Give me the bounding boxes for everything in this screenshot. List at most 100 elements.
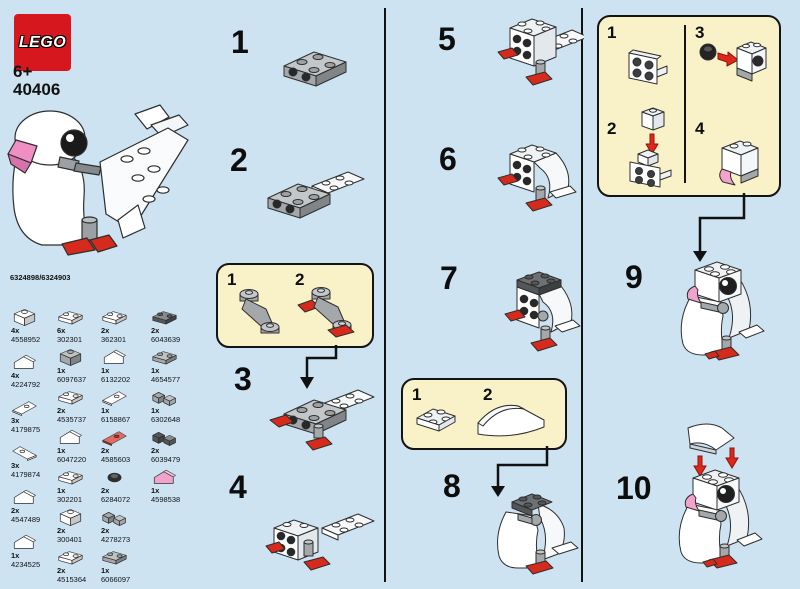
parts-column-2: 6x 302301 1x 6097637 2x 4535737 1x 60472… [57, 308, 86, 588]
part-icon-slope [11, 533, 38, 552]
part-item: 1x 4234525 [11, 533, 40, 578]
part-item: 1x 4598538 [151, 468, 180, 508]
head-box-model-1 [628, 49, 668, 85]
part-item: 1x 6302648 [151, 388, 180, 428]
subassembly-a-piece-1 [239, 289, 280, 334]
part-item: 6x 302301 [57, 308, 86, 348]
part-icon-wedge [101, 428, 128, 447]
step-10-model [678, 423, 763, 569]
subassembly-b-step-2: 2 [483, 385, 493, 404]
part-item: 2x 362301 [101, 308, 130, 348]
part-icon-plate [151, 348, 178, 367]
head-box-model-3 [699, 41, 767, 82]
step-number-7: 7 [440, 260, 458, 296]
assembly-arrow-b [491, 446, 549, 497]
part-item: 1x 6066097 [101, 548, 130, 588]
step-number-5: 5 [438, 21, 456, 57]
set-number: 40406 [13, 80, 61, 99]
part-item: 2x 4547489 [11, 488, 40, 533]
finished-model-image [7, 104, 189, 256]
part-icon-brick [57, 508, 84, 527]
step-number-10: 10 [616, 470, 652, 506]
part-icon-slope [151, 468, 178, 487]
step-3-model [269, 389, 375, 451]
head-box-step-2: 2 [607, 119, 617, 138]
part-icon-round-tile [101, 468, 128, 487]
part-icon-slope [11, 488, 38, 507]
assembly-arrow-a [300, 345, 338, 389]
part-icon-brick [57, 348, 84, 367]
part-item: 1x 4654577 [151, 348, 180, 388]
part-icon-hinge [101, 508, 128, 527]
lego-logo-text: LEGO [18, 33, 67, 51]
part-icon-hinge [151, 428, 178, 447]
step-number-6: 6 [439, 141, 457, 177]
subassembly-a-piece-2 [297, 287, 355, 338]
part-item: 2x 4515364 [57, 548, 86, 588]
column-divider [384, 8, 386, 582]
part-item: 1x 302201 [57, 468, 86, 508]
part-item: 2x 4585603 [101, 428, 130, 468]
subassembly-a-step-2: 2 [295, 270, 305, 289]
part-item: 2x 6039479 [151, 428, 180, 468]
part-icon-plate [57, 468, 84, 487]
part-icon-plate [101, 548, 128, 567]
part-item: 1x 6158867 [101, 388, 130, 428]
part-icon-hinge [151, 388, 178, 407]
part-icon-wedge [11, 398, 38, 417]
step-number-8: 8 [443, 468, 461, 504]
step-1-model [283, 51, 347, 87]
head-box-model-4 [719, 140, 759, 186]
part-icon-slope [101, 348, 128, 367]
step-number-2: 2 [230, 142, 248, 178]
step-4-model [265, 513, 375, 571]
subassembly-a-step-1: 1 [227, 270, 237, 289]
head-box-model-2 [629, 107, 672, 188]
part-icon-plate [57, 548, 84, 567]
parts-column-1: 4x 4558952 4x 4224792 3x 4179875 3x 4179… [11, 308, 40, 578]
part-item: 1x 6097637 [57, 348, 86, 388]
part-item: 3x 4179875 [11, 398, 40, 443]
part-icon-wedge [101, 388, 128, 407]
assembly-arrow-head [693, 193, 746, 262]
part-item: 2x 4535737 [57, 388, 86, 428]
age-rating: 6+ [13, 62, 33, 81]
part-item: 4x 4224792 [11, 353, 40, 398]
part-icon-slope [57, 428, 84, 447]
subassembly-b-piece-2 [477, 404, 545, 437]
head-box-divider [684, 25, 686, 183]
subassembly-b-step-1: 1 [412, 385, 422, 404]
part-item: 2x 300401 [57, 508, 86, 548]
step-6-model [497, 144, 577, 212]
head-box-step-1: 1 [607, 23, 617, 42]
step-number-1: 1 [231, 24, 249, 60]
parts-column-3: 2x 362301 1x 6132202 1x 6158867 2x 45856… [101, 308, 130, 588]
parts-column-4: 2x 6043639 1x 4654577 1x 6302648 2x 6039… [151, 308, 180, 508]
part-item: 1x 6047220 [57, 428, 86, 468]
step-8-model [497, 493, 579, 575]
element-ids: 6324898/6324903 [10, 273, 71, 282]
lego-logo: LEGO [14, 14, 71, 71]
head-box-step-3: 3 [695, 23, 705, 42]
subassembly-b-piece-1 [416, 408, 456, 432]
step-9-model [680, 261, 765, 361]
step-5-model [497, 18, 584, 86]
part-item: 1x 6132202 [101, 348, 130, 388]
column-divider [581, 8, 583, 582]
part-icon-plate [151, 308, 178, 327]
step-2-model [267, 171, 365, 219]
part-item: 3x 4179874 [11, 443, 40, 488]
part-icon-slope [11, 353, 38, 372]
part-item: 2x 4278273 [101, 508, 130, 548]
part-item: 2x 6043639 [151, 308, 180, 348]
step-number-9: 9 [625, 259, 643, 295]
part-icon-brick [11, 308, 38, 327]
step-number-3: 3 [234, 361, 252, 397]
head-box-step-4: 4 [695, 119, 705, 138]
step-7-model [504, 271, 581, 352]
part-icon-plate [57, 308, 84, 327]
part-icon-plate [57, 388, 84, 407]
part-icon-plate [101, 308, 128, 327]
part-item: 2x 6284072 [101, 468, 130, 508]
